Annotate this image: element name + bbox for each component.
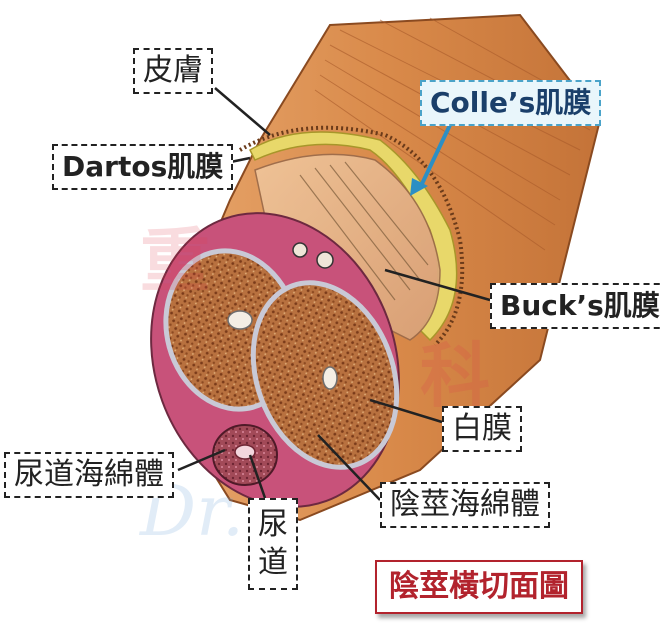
watermark-cn2: 科 xyxy=(420,334,490,417)
urethra-lumen xyxy=(234,444,256,460)
label-bucks: Buck’s肌膜 xyxy=(490,283,663,329)
fascia-lines xyxy=(299,161,429,301)
label-dartos: Dartos肌膜 xyxy=(52,144,234,190)
label-skin: 皮膚 xyxy=(133,48,213,94)
watermark-cn: 重 xyxy=(140,219,210,302)
dorsal-vein-right xyxy=(316,251,334,269)
pointer-lines xyxy=(177,87,491,501)
dorsal-vein-left xyxy=(292,242,308,258)
dartos-layer xyxy=(249,131,458,342)
left-central-artery xyxy=(227,310,253,330)
label-corpus-cavernosum: 陰莖海綿體 xyxy=(380,482,550,528)
colles-arrow xyxy=(410,124,452,196)
diagram-title: 陰莖橫切面圖 xyxy=(375,560,583,614)
label-corpus-spongiosum: 尿道海綿體 xyxy=(4,452,174,498)
inner-shaft xyxy=(254,153,441,341)
right-central-artery xyxy=(322,366,338,390)
label-urethra: 尿道 xyxy=(248,498,298,590)
label-colles: Colle’s肌膜 xyxy=(420,80,602,126)
label-tunica: 白膜 xyxy=(442,406,522,452)
